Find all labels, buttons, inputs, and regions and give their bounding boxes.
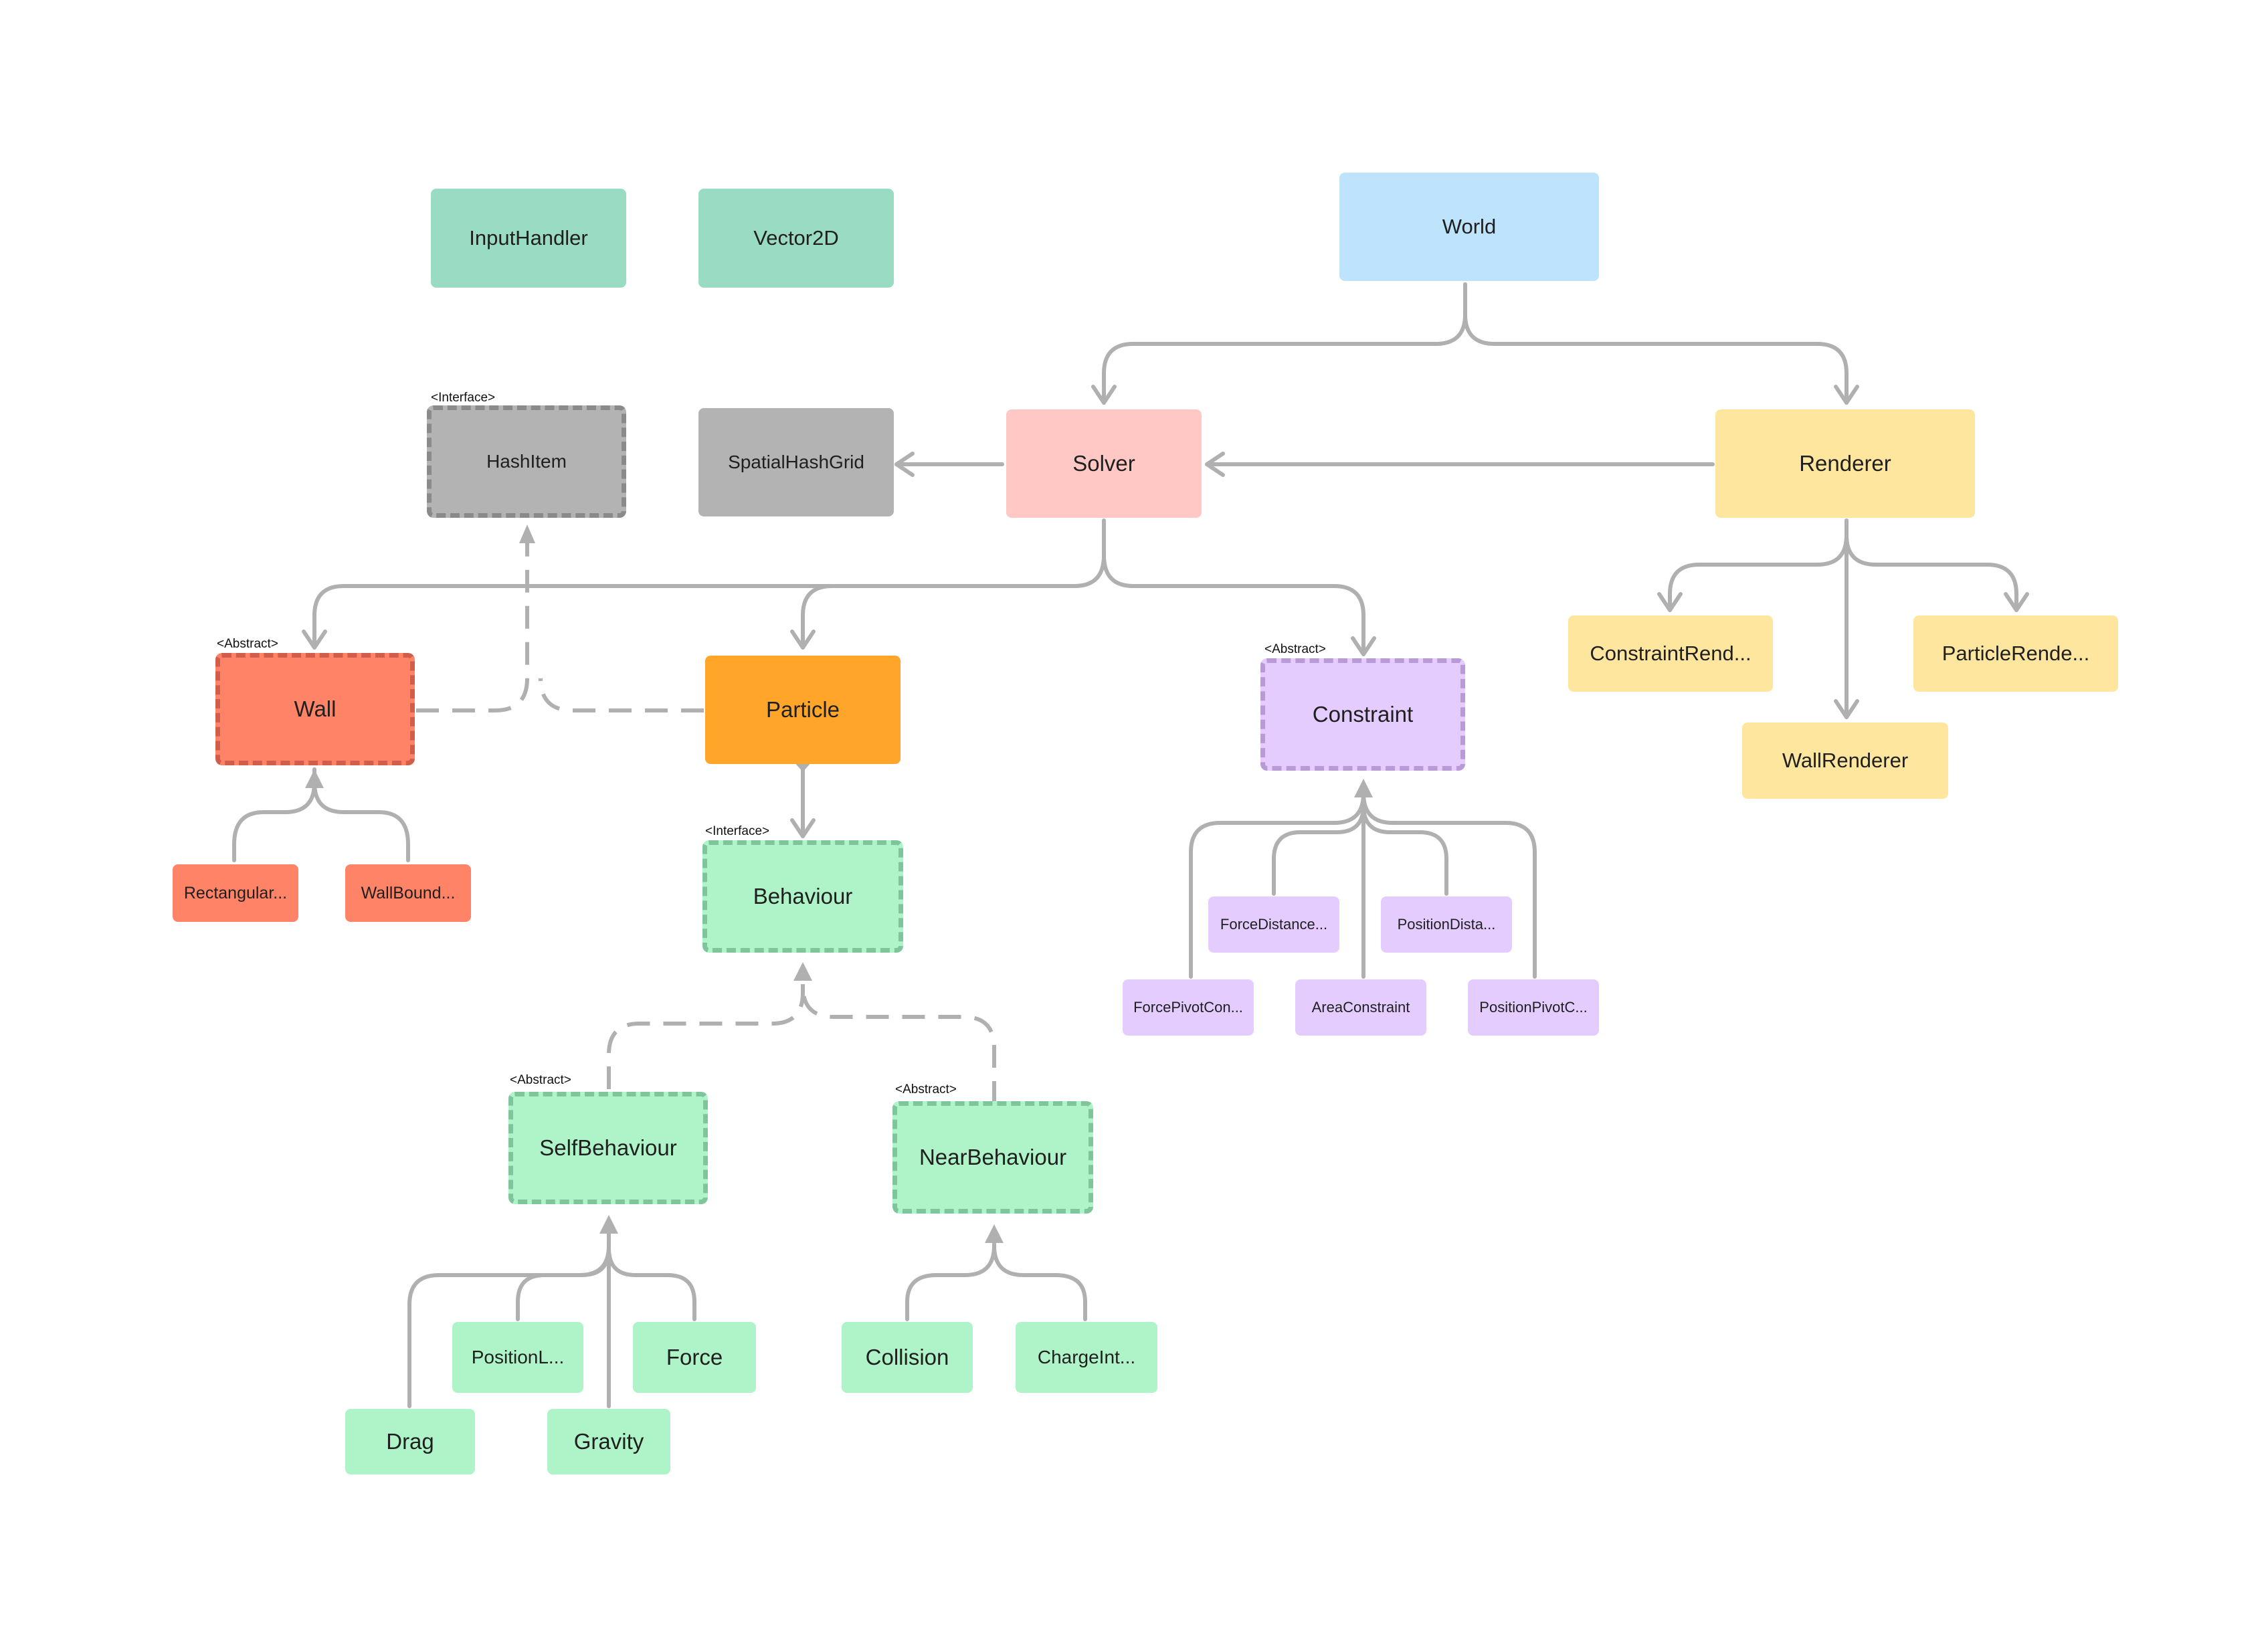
arrow-constraint-sub-head xyxy=(1354,779,1373,797)
force-node[interactable]: Force xyxy=(633,1322,756,1393)
edge-renderer-constraint-renderer xyxy=(1668,518,1849,612)
solver-node[interactable]: Solver xyxy=(1006,409,1202,518)
particle-node[interactable]: Particle xyxy=(705,656,901,764)
world-node[interactable]: World xyxy=(1339,173,1599,281)
edge-particle-hashitem xyxy=(539,678,704,712)
edge-positionpivot-constraint xyxy=(1361,791,1537,979)
arrow-solver-grid-head xyxy=(894,452,915,477)
force-pivot-node[interactable]: ForcePivotCon... xyxy=(1123,979,1254,1036)
near-behaviour-stereotype: <Abstract> xyxy=(895,1082,957,1096)
arrow-particle-head xyxy=(790,630,816,650)
input-handler-node[interactable]: InputHandler xyxy=(431,189,626,288)
edge-solver-constraint xyxy=(1102,553,1365,656)
edge-positiondistance-constraint xyxy=(1361,803,1448,896)
edge-collision-near xyxy=(905,1233,996,1321)
arrow-renderer-solver-head xyxy=(1205,452,1225,477)
edge-world-solver xyxy=(1102,282,1467,405)
edge-world-renderer xyxy=(1463,282,1849,405)
arrow-solver-head xyxy=(1091,385,1117,405)
self-behaviour-node[interactable]: SelfBehaviour xyxy=(508,1092,708,1204)
wall-node[interactable]: Wall xyxy=(215,653,415,765)
arrow-wall-sub-head xyxy=(305,769,324,788)
self-behaviour-stereotype: <Abstract> xyxy=(510,1073,571,1087)
particle-renderer-node[interactable]: ParticleRende... xyxy=(1913,615,2118,692)
renderer-node[interactable]: Renderer xyxy=(1715,409,1975,518)
position-pivot-node[interactable]: PositionPivotC... xyxy=(1468,979,1599,1036)
constraint-renderer-node[interactable]: ConstraintRend... xyxy=(1568,615,1773,692)
arrow-pr-head xyxy=(2004,592,2029,612)
wall-bound-node[interactable]: WallBound... xyxy=(345,864,471,922)
position-lock-node[interactable]: PositionL... xyxy=(452,1322,583,1393)
hash-item-stereotype: <Interface> xyxy=(431,391,496,405)
edge-positionlock-self xyxy=(516,1246,611,1321)
behaviour-node[interactable]: Behaviour xyxy=(702,840,903,953)
constraint-node[interactable]: Constraint xyxy=(1260,658,1465,771)
arrow-behaviour-sub-head xyxy=(793,962,812,981)
edge-charge-near xyxy=(992,1244,1087,1321)
edge-nearbehaviour-behaviour xyxy=(801,985,996,1104)
edge-renderer-particle-renderer xyxy=(1845,533,2018,612)
collision-node[interactable]: Collision xyxy=(842,1322,973,1393)
arrow-renderer-head xyxy=(1834,385,1859,405)
behaviour-stereotype: <Interface> xyxy=(705,824,770,838)
edge-force-self xyxy=(607,1246,696,1321)
hash-item-node[interactable]: HashItem xyxy=(427,405,626,518)
spatial-hash-grid-node[interactable]: SpatialHashGrid xyxy=(698,408,894,516)
arrow-near-sub-head xyxy=(985,1224,1004,1243)
arrow-self-sub-head xyxy=(599,1215,618,1234)
vector2d-node[interactable]: Vector2D xyxy=(698,189,894,288)
constraint-stereotype: <Abstract> xyxy=(1264,642,1326,656)
edge-wallbound-wall xyxy=(312,781,410,862)
edge-forcedistance-constraint xyxy=(1272,803,1365,896)
arrow-wr-head xyxy=(1834,699,1859,719)
edge-solver-wall xyxy=(312,518,1106,650)
area-constraint-node[interactable]: AreaConstraint xyxy=(1295,979,1426,1036)
arrow-constraint-head xyxy=(1351,636,1376,656)
edge-solver-particle xyxy=(801,584,834,650)
rectangular-wall-node[interactable]: Rectangular... xyxy=(173,864,298,922)
arrow-hashitem-head xyxy=(519,524,535,543)
edge-wall-hashitem xyxy=(416,535,529,712)
charge-interaction-node[interactable]: ChargeInt... xyxy=(1016,1322,1157,1393)
gravity-node[interactable]: Gravity xyxy=(547,1409,670,1474)
arrow-behaviour-head xyxy=(790,818,816,838)
position-distance-node[interactable]: PositionDista... xyxy=(1381,896,1512,953)
edge-selfbehaviour-behaviour xyxy=(607,981,805,1089)
drag-node[interactable]: Drag xyxy=(345,1409,475,1474)
arrow-cr-head xyxy=(1657,592,1683,612)
arrow-wall-head xyxy=(302,630,327,650)
force-distance-node[interactable]: ForceDistance... xyxy=(1208,896,1339,953)
near-behaviour-node[interactable]: NearBehaviour xyxy=(892,1101,1093,1214)
wall-stereotype: <Abstract> xyxy=(217,637,278,651)
wall-renderer-node[interactable]: WallRenderer xyxy=(1742,723,1948,799)
edge-rect-wall xyxy=(232,767,316,862)
